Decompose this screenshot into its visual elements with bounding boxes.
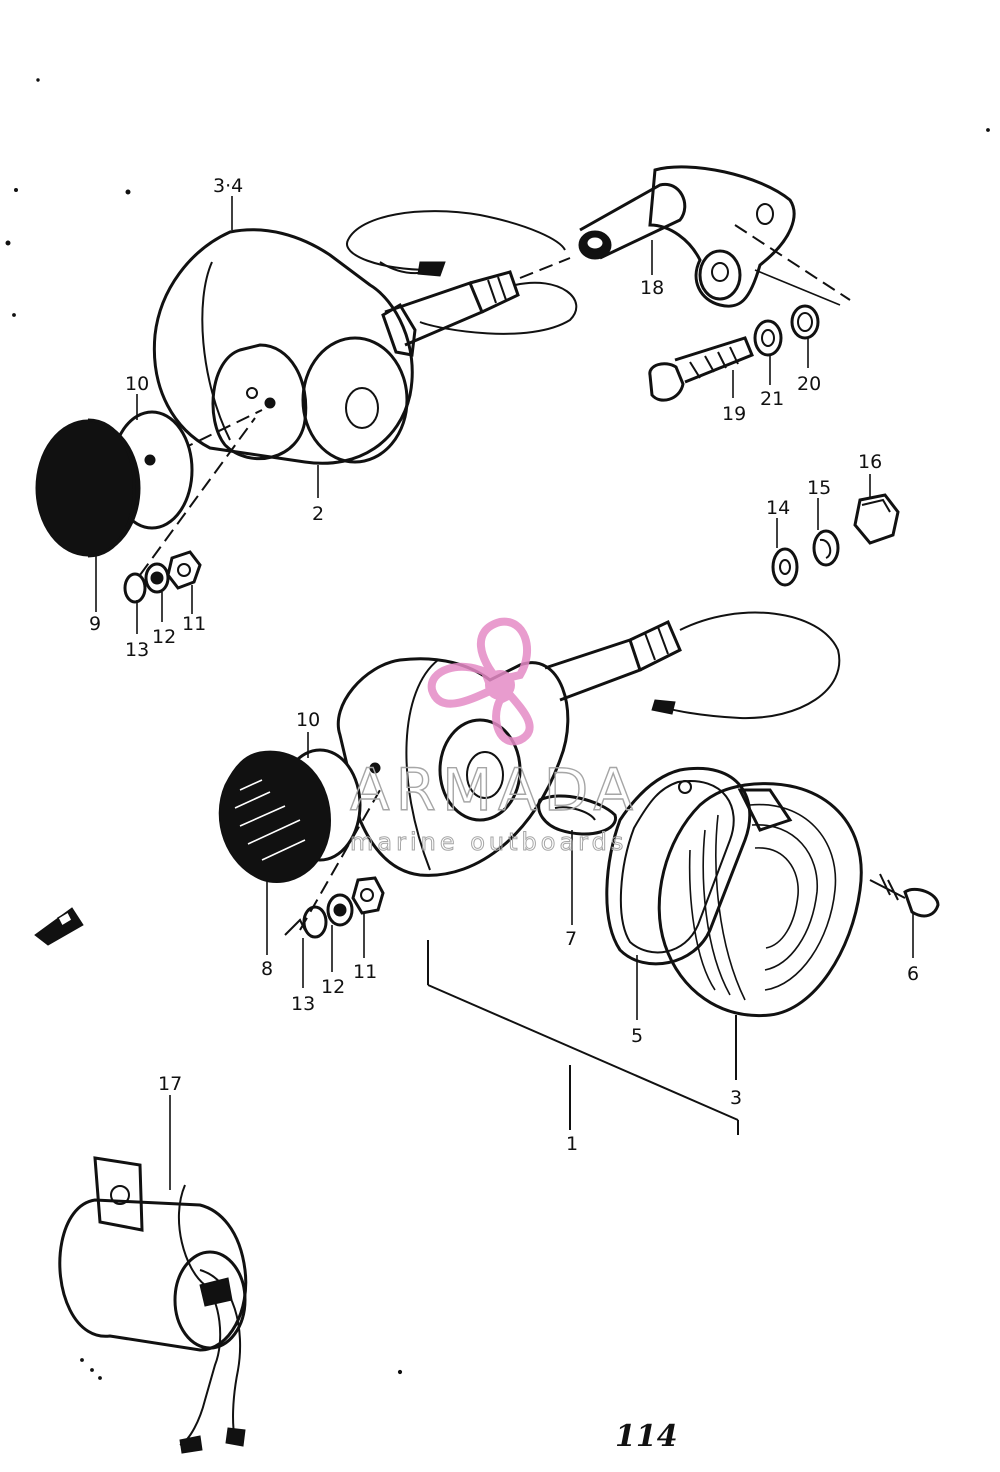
callout-11-lower: 11 — [353, 961, 377, 983]
callout-14: 14 — [766, 497, 790, 519]
watermark-brand: ARMADA — [350, 756, 639, 824]
callout-7: 7 — [565, 928, 577, 950]
upper-turn-signal-assembly — [139, 210, 578, 576]
callout-20: 20 — [797, 373, 821, 395]
callout-1: 1 — [566, 1133, 578, 1155]
lower-turn-signal-assembly — [336, 611, 841, 877]
watermark-tagline: marine outboards — [350, 828, 627, 856]
callout-10-upper: 10 — [125, 373, 149, 395]
callout-3: 3 — [730, 1087, 742, 1109]
callout-brackets — [427, 940, 739, 1135]
callout-6: 6 — [907, 963, 919, 985]
callout-12-upper: 12 — [152, 626, 176, 648]
upper-lens — [35, 410, 194, 558]
callout-18: 18 — [640, 277, 664, 299]
mounting-bracket — [578, 165, 851, 308]
callout-11-upper: 11 — [182, 613, 206, 635]
callout-labels: 3·4 10 2 9 13 12 11 18 19 21 20 14 15 16… — [89, 175, 919, 1155]
lens-gasket — [605, 767, 752, 966]
lower-fastener-stack — [284, 789, 385, 939]
callout-21: 21 — [760, 388, 784, 410]
leader-lines — [95, 196, 914, 1190]
callout-17: 17 — [158, 1073, 182, 1095]
callout-13-upper: 13 — [125, 639, 149, 661]
callout-16: 16 — [858, 451, 882, 473]
propeller-icon — [427, 617, 534, 746]
callout-19: 19 — [722, 403, 746, 425]
callout-13-lower: 13 — [291, 993, 315, 1015]
rear-lens — [657, 782, 863, 1018]
callout-2: 2 — [312, 503, 324, 525]
lower-lens — [218, 748, 362, 884]
page-number: 114 — [615, 1419, 678, 1454]
callout-15: 15 — [807, 477, 831, 499]
callout-8: 8 — [261, 958, 273, 980]
callout-12-lower: 12 — [321, 976, 345, 998]
upper-fastener-stack — [123, 550, 202, 604]
callout-9: 9 — [89, 613, 101, 635]
front-arrow-icon — [34, 907, 84, 946]
armada-watermark: ARMADA marine outboards — [349, 617, 639, 857]
right-fastener-stack — [771, 493, 900, 587]
lens-screw — [869, 873, 940, 918]
callout-10-lower: 10 — [296, 709, 320, 731]
flasher-relay — [58, 1156, 248, 1454]
callout-5: 5 — [631, 1025, 643, 1047]
callout-3-4: 3·4 — [213, 175, 243, 197]
scan-specks — [5, 78, 990, 1380]
bracket-bolt — [648, 304, 820, 402]
